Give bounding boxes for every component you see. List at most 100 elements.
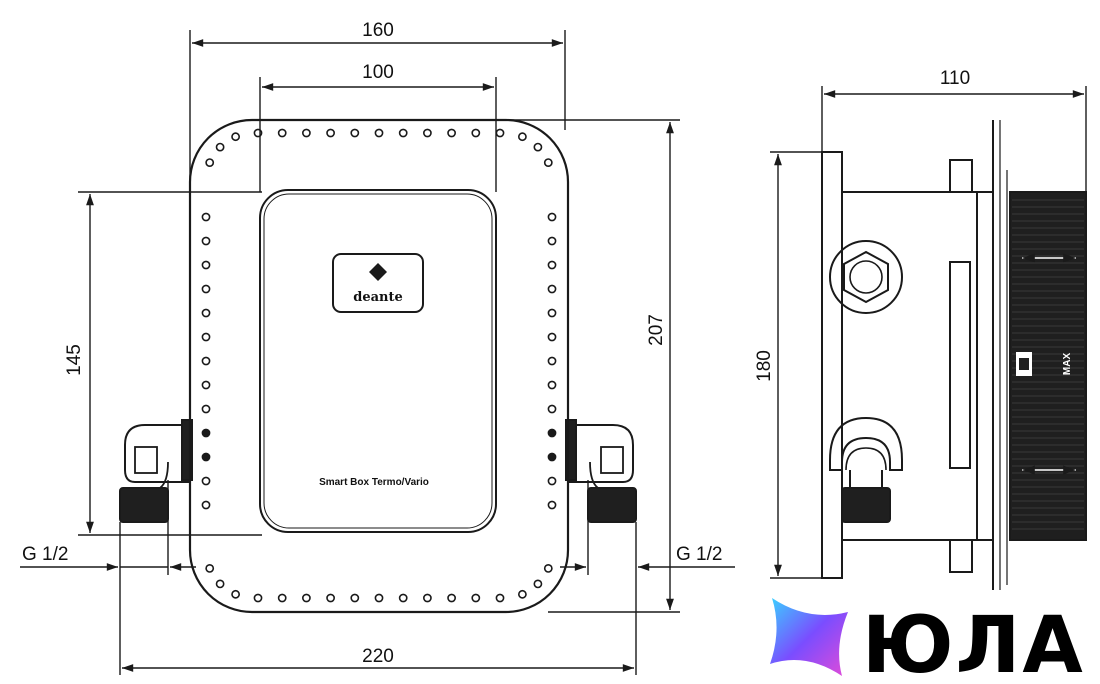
mounting-hole xyxy=(547,380,557,390)
mounting-hole xyxy=(374,593,384,603)
mounting-hole xyxy=(201,452,211,462)
inner-plate-edge xyxy=(263,193,493,529)
mounting-hole xyxy=(301,593,311,603)
upper-fitting-ring xyxy=(829,240,903,314)
left-mounting-bracket xyxy=(124,424,190,483)
mounting-hole xyxy=(201,332,211,342)
mounting-hole xyxy=(547,260,557,270)
yula-star-icon xyxy=(770,598,848,676)
mounting-hole xyxy=(215,142,225,152)
mounting-hole xyxy=(547,212,557,222)
right-bracket-slot xyxy=(600,446,624,474)
mounting-hole xyxy=(201,212,211,222)
dim-side-depth: 110 xyxy=(940,68,970,89)
mounting-hole xyxy=(495,593,505,603)
mounting-hole xyxy=(326,128,335,138)
mounting-hole xyxy=(447,593,456,603)
side-view xyxy=(821,120,1087,590)
mounting-hole xyxy=(201,404,211,414)
mounting-hole xyxy=(547,284,557,294)
mounting-hole xyxy=(471,593,481,603)
mounting-hole xyxy=(201,236,211,246)
front-view xyxy=(119,118,637,614)
mounting-hole xyxy=(201,260,211,270)
mounting-hole xyxy=(253,593,263,603)
cartridge-max-marking: MAX xyxy=(1062,353,1073,376)
cartridge-arrows xyxy=(1022,253,1076,475)
mounting-hole xyxy=(547,404,557,414)
side-plate xyxy=(976,191,994,541)
mounting-hole xyxy=(547,476,557,486)
mounting-hole xyxy=(350,128,360,138)
mounting-hole xyxy=(277,128,287,138)
mounting-hole xyxy=(201,428,211,438)
mounting-hole xyxy=(350,593,360,603)
dim-side-height: 180 xyxy=(754,350,775,382)
mounting-hole xyxy=(471,128,481,138)
mounting-hole xyxy=(201,476,211,486)
front-dimensions xyxy=(20,30,735,675)
right-nipple-stem xyxy=(589,461,626,489)
left-bracket-clip xyxy=(181,419,193,481)
mounting-hole xyxy=(533,579,543,589)
left-nipple-stem xyxy=(132,461,169,489)
dim-front-width-outer: 160 xyxy=(362,20,394,41)
mounting-hole xyxy=(547,308,557,318)
dim-front-height-inner: 145 xyxy=(64,344,85,376)
right-bracket-clip xyxy=(565,419,577,481)
left-nipple-nut xyxy=(119,487,169,523)
outer-housing xyxy=(188,118,570,614)
mounting-hole xyxy=(422,128,432,138)
mounting-hole xyxy=(547,236,557,246)
plate-label: Smart Box Termo/Vario xyxy=(319,477,429,488)
mounting-hole xyxy=(547,332,557,342)
mounting-hole xyxy=(547,428,557,438)
mounting-hole xyxy=(201,380,211,390)
mounting-hole xyxy=(205,564,215,573)
mounting-hole xyxy=(422,593,432,603)
brand-diamond-icon xyxy=(369,263,387,281)
mounting-hole xyxy=(374,128,384,138)
inner-plate xyxy=(259,189,497,533)
mounting-hole xyxy=(301,128,311,138)
cartridge-window-icon xyxy=(1019,358,1029,370)
yula-wordmark: ЮЛА xyxy=(862,601,1085,679)
side-inner-slot xyxy=(949,261,971,469)
right-nipple-nut xyxy=(587,487,637,523)
mounting-hole xyxy=(201,500,211,510)
left-bracket-slot xyxy=(134,446,158,474)
mounting-hole xyxy=(201,284,211,294)
side-flange-top xyxy=(949,159,973,193)
mounting-hole xyxy=(518,589,527,599)
mounting-hole xyxy=(205,158,215,167)
mounting-hole xyxy=(231,132,240,142)
mounting-hole xyxy=(547,452,557,462)
mounting-hole xyxy=(326,593,335,603)
lower-fitting-nut xyxy=(841,487,891,523)
brand-logo-text: deante xyxy=(353,290,403,305)
mounting-hole xyxy=(215,579,225,589)
mounting-hole xyxy=(495,128,505,138)
mounting-hole xyxy=(518,132,527,142)
upper-fitting-nut xyxy=(843,250,889,304)
mounting-hole xyxy=(231,589,240,599)
lower-fitting xyxy=(829,416,903,471)
mounting-hole xyxy=(398,128,408,138)
mounting-hole xyxy=(277,593,287,603)
side-dimensions xyxy=(770,86,1087,579)
yula-watermark: ЮЛА xyxy=(770,598,1085,684)
mounting-hole xyxy=(543,158,553,167)
mounting-hole xyxy=(533,142,543,152)
mounting-hole xyxy=(547,500,557,510)
mounting-hole xyxy=(543,564,553,573)
mounting-hole xyxy=(201,356,211,366)
dim-front-height-outer: 207 xyxy=(646,314,667,346)
dim-connection-right: G 1/2 xyxy=(676,544,722,565)
dim-connection-left: G 1/2 xyxy=(22,544,68,565)
dim-front-width-inner: 100 xyxy=(362,62,394,83)
perimeter-holes xyxy=(201,128,557,603)
brand-logo-frame xyxy=(332,253,424,313)
side-flange-bottom xyxy=(949,539,973,573)
